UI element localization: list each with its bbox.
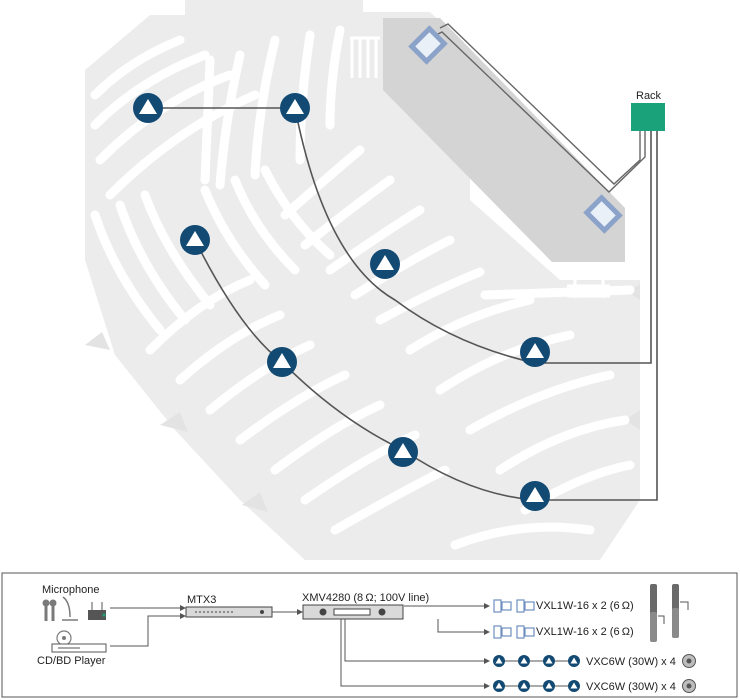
seat-rows-lower — [145, 275, 635, 550]
amplifier-label: XMV4280 (8 Ω; 100V line) — [302, 592, 429, 604]
gooseneck-microphone-icon — [62, 596, 78, 621]
output-label: VXC6W (30W) x 4 — [586, 656, 676, 668]
ceiling-speaker-icon — [493, 655, 505, 667]
seat-rows-middle — [90, 145, 485, 335]
microphone-label: Microphone — [42, 584, 99, 596]
output-row: VXL1W-16 x 2 (6 Ω) — [493, 599, 634, 613]
ceiling-speaker-icon — [133, 93, 163, 123]
ceiling-speaker-icon — [568, 680, 580, 692]
handheld-microphone-icon — [42, 599, 57, 621]
player-label: CD/BD Player — [37, 655, 106, 667]
cd-player-icon — [51, 630, 107, 653]
line-array-speaker-icon — [493, 625, 535, 639]
rack-label: Rack — [636, 90, 662, 102]
flow-arrowheads — [180, 603, 490, 689]
ceiling-speaker-icon — [520, 481, 550, 511]
ceiling-speaker-icon — [520, 337, 550, 367]
system-diagram: Microphone CD/BD Player MTX3 XMV4280 (8 … — [1, 572, 738, 698]
output-label: VXL1W-16 x 2 (6 Ω) — [536, 600, 634, 612]
output-row: VXL1W-16 x 2 (6 Ω) — [493, 625, 634, 639]
ceiling-speaker-icon — [518, 680, 530, 692]
ceiling-speaker-icon — [180, 225, 210, 255]
output-row: VXC6W (30W) x 4 — [493, 679, 696, 693]
ceiling-speaker-icon — [280, 93, 310, 123]
line-array-speaker-icon — [493, 599, 535, 613]
output-label: VXL1W-16 x 2 (6 Ω) — [536, 626, 634, 638]
ceiling-speaker-product-icon — [682, 654, 696, 668]
ceiling-speaker-icon — [388, 437, 418, 467]
xmv4280-amplifier-icon — [302, 604, 404, 620]
ceiling-speaker-icon — [543, 680, 555, 692]
line-array-cable — [433, 23, 646, 193]
ceiling-speaker-icon — [370, 249, 400, 279]
ceiling-speaker-icon — [518, 655, 530, 667]
ceiling-speaker-icon — [493, 680, 505, 692]
ceiling-speaker-product-icon — [682, 679, 696, 693]
line-array-speaker-icon — [408, 25, 448, 65]
ceiling-speaker-icon — [267, 347, 297, 377]
mtx3-processor-icon — [185, 606, 273, 618]
stage-area — [383, 18, 625, 262]
wiring — [148, 107, 658, 501]
signal-flow — [110, 605, 484, 687]
processor-label: MTX3 — [187, 594, 216, 606]
ceiling-speaker-icon — [543, 655, 555, 667]
wireless-receiver-icon — [88, 602, 106, 620]
output-label: VXC6W (30W) x 4 — [586, 681, 676, 693]
floor-plan: Rack — [85, 0, 665, 560]
floor-outline — [85, 0, 640, 560]
stair-railings — [350, 36, 610, 298]
rack-box — [631, 103, 665, 131]
diagram-frame — [1, 572, 738, 698]
line-array-speaker-icon — [583, 194, 623, 234]
vxl1w-16-product-icon — [650, 584, 689, 642]
output-row: VXC6W (30W) x 4 — [493, 654, 696, 668]
ceiling-speaker-icon — [568, 655, 580, 667]
